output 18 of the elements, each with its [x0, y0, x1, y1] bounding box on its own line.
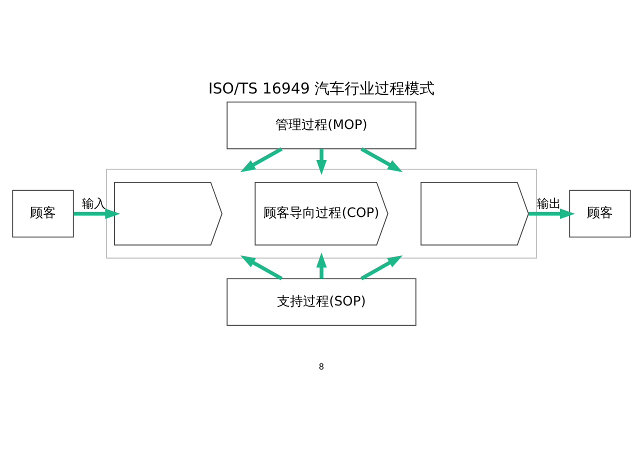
arrow: [240, 147, 283, 172]
edge-label: 输出: [537, 196, 562, 211]
node-chevron: [114, 182, 222, 246]
node-chevron: [420, 182, 529, 246]
arrow: [528, 208, 575, 219]
edge-label: 输入: [82, 196, 106, 211]
arrow: [240, 255, 283, 280]
node-box: 顾客: [569, 190, 631, 238]
arrow: [360, 255, 403, 280]
arrow: [316, 252, 327, 279]
arrow: [360, 147, 403, 172]
arrow: [74, 208, 120, 219]
node-box: 顾客: [12, 190, 74, 238]
node-box: 支持过程(SOP): [226, 278, 416, 326]
arrow: [316, 149, 327, 175]
node-box: 管理过程(MOP): [226, 102, 416, 150]
diagram-title: ISO/TS 16949 汽车行业过程模式: [208, 79, 435, 98]
label: 8: [318, 361, 324, 372]
